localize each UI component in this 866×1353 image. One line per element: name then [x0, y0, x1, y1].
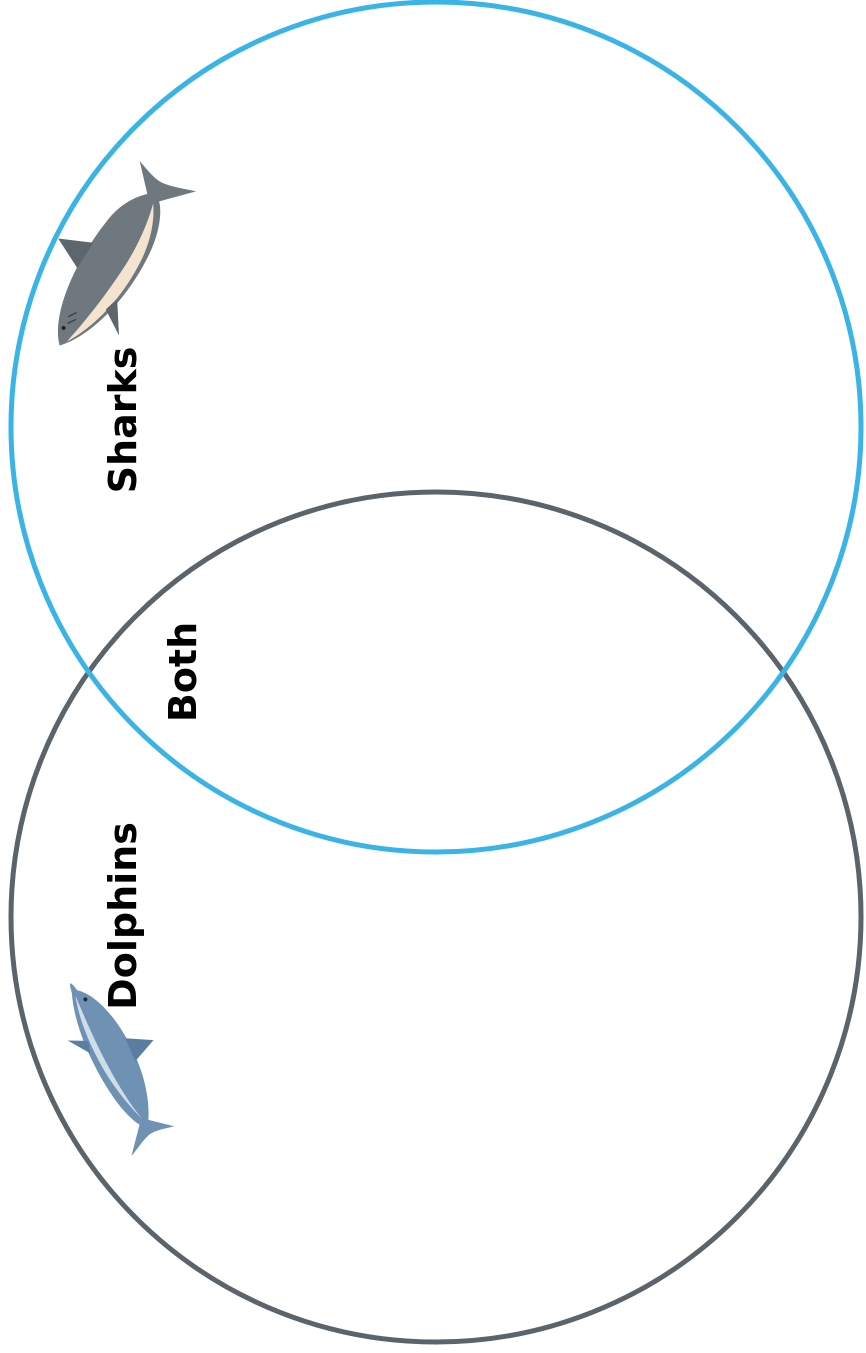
dolphins-label: Dolphins — [101, 822, 145, 1010]
sharks-label: Sharks — [101, 347, 145, 494]
both-label: Both — [161, 622, 205, 722]
shark-icon — [10, 143, 205, 370]
